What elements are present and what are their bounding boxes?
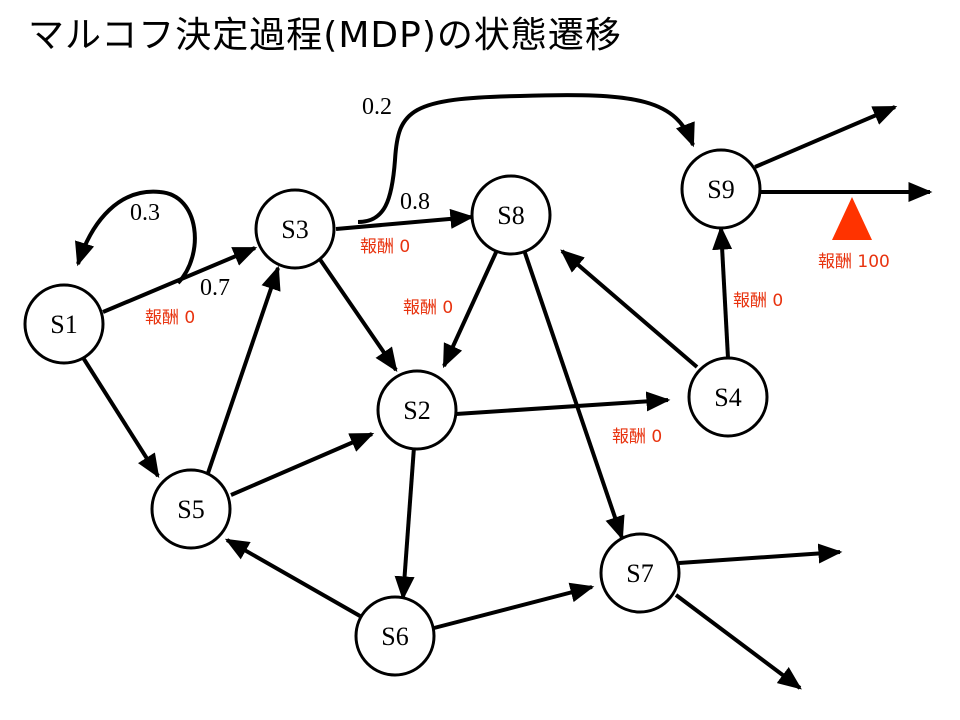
reward-label-s3-to-s8: 報酬 0 — [360, 237, 410, 257]
edge-s6-to-s7 — [433, 582, 595, 630]
edges — [75, 93, 933, 690]
prob-label-s1-to-s3: 0.7 — [200, 275, 230, 301]
node-label-s7: S7 — [626, 559, 653, 588]
state-node-s2: S2 — [376, 369, 458, 451]
prob-label-s1-self: 0.3 — [130, 200, 160, 226]
page-title: マルコフ決定過程(MDP)の状態遷移 — [28, 15, 622, 56]
node-label-s2: S2 — [403, 396, 430, 425]
node-label-s4: S4 — [714, 383, 741, 412]
edge-s8-to-s7 — [522, 249, 625, 541]
node-label-s8: S8 — [497, 201, 524, 230]
state-node-s3: S3 — [254, 188, 336, 270]
state-node-s4: S4 — [687, 356, 769, 438]
reward-label-s9-exit: 報酬 100 — [818, 252, 890, 272]
reward-marker-triangle — [832, 197, 872, 240]
node-label-s6: S6 — [381, 622, 408, 651]
edge-s5-to-s2 — [230, 432, 375, 497]
edge-s3-to-s9 — [357, 93, 695, 224]
state-node-s8: S8 — [470, 174, 552, 256]
state-node-s5: S5 — [150, 468, 232, 550]
edge-s3-to-s2 — [317, 256, 398, 372]
prob-label-s3-to-s9: 0.2 — [362, 94, 392, 120]
reward-label-s2-to-s4: 報酬 0 — [612, 427, 662, 447]
node-label-s1: S1 — [50, 310, 77, 339]
edge-s5-to-s3 — [205, 265, 281, 477]
reward-label-s8-to-s2: 報酬 0 — [403, 298, 453, 318]
state-node-s9: S9 — [680, 148, 762, 230]
edge-s7-exit-down — [674, 593, 802, 690]
node-label-s5: S5 — [177, 495, 204, 524]
edge-s8-to-s2 — [442, 247, 500, 369]
edge-s1-self-loop — [75, 189, 197, 285]
edge-s4-to-s8 — [560, 249, 699, 369]
edge-s1-to-s3 — [102, 246, 258, 314]
edge-s1-to-s5 — [80, 354, 160, 479]
prob-label-s3-to-s8: 0.8 — [400, 189, 430, 215]
state-node-s7: S7 — [599, 532, 681, 614]
state-node-s6: S6 — [354, 595, 436, 677]
node-label-s9: S9 — [707, 175, 734, 204]
edge-s2-to-s6 — [394, 446, 416, 601]
state-node-s1: S1 — [23, 283, 105, 365]
edge-s3-to-s8 — [335, 208, 475, 231]
reward-label-s1-to-s3: 報酬 0 — [145, 308, 195, 328]
edge-s4-to-s9 — [712, 225, 733, 359]
edge-s6-to-s5 — [224, 538, 361, 618]
edge-s9-exit-up — [754, 105, 898, 169]
node-label-s3: S3 — [281, 215, 308, 244]
edge-s7-exit-right — [678, 543, 843, 565]
edge-s2-to-s4 — [455, 391, 671, 416]
reward-label-s4-to-s9: 報酬 0 — [733, 291, 783, 311]
